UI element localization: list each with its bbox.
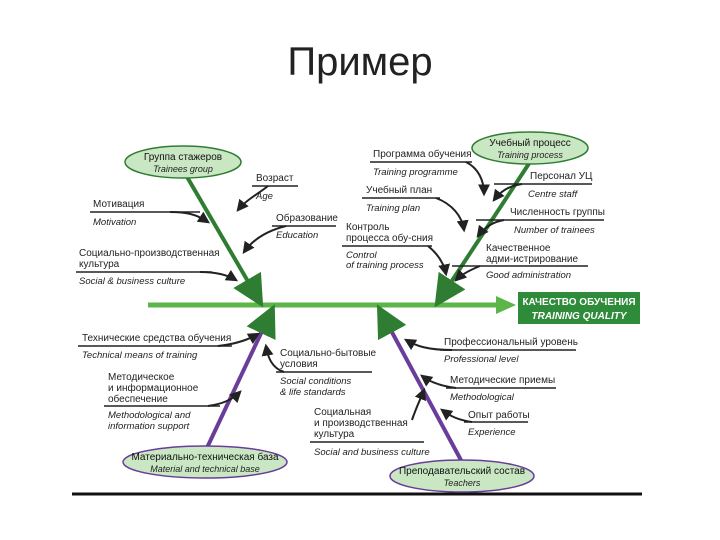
category-trainees: Группа стажеров Trainees group (124, 145, 242, 179)
effect-label-en: TRAINING QUALITY (532, 311, 628, 322)
svg-text:& life standards: & life standards (280, 387, 346, 398)
svg-text:Группа стажеров: Группа стажеров (144, 152, 222, 163)
svg-text:Учебный процесс: Учебный процесс (489, 137, 571, 149)
svg-text:Number of trainees: Number of trainees (514, 225, 595, 236)
cause-control: Контроль процесса обу-сния Control of tr… (342, 222, 450, 277)
cause-experience: Опыт работы Experience (440, 408, 530, 438)
cause-number: Численность группы Number of trainees (476, 207, 605, 238)
effect-box (518, 292, 640, 324)
svg-text:Good administration: Good administration (486, 270, 571, 281)
svg-text:и информационное: и информационное (108, 382, 199, 394)
svg-text:Профессиональный уровень: Профессиональный уровень (444, 336, 578, 348)
svg-text:Методические приемы: Методические приемы (450, 375, 555, 386)
svg-text:Training plan: Training plan (366, 203, 420, 214)
svg-text:процесса обу-сния: процесса обу-сния (346, 232, 433, 244)
cause-living-conditions: Социально-бытовые условия Social conditi… (261, 343, 377, 398)
svg-text:Преподавательский состав: Преподавательский состав (399, 466, 525, 477)
svg-text:information support: information support (108, 421, 190, 432)
cause-professional-level: Профессиональный уровень Professional le… (403, 336, 578, 365)
svg-text:Качественное: Качественное (486, 243, 551, 254)
category-process: Учебный процесс Training process (471, 131, 589, 165)
slide-title: Пример (287, 40, 433, 84)
effect-label-ru: КАЧЕСТВО ОБУЧЕНИЯ (522, 297, 635, 308)
svg-text:Возраст: Возраст (256, 173, 294, 184)
svg-text:Мотивация: Мотивация (93, 199, 144, 210)
bone-material (203, 304, 276, 453)
svg-text:культура: культура (79, 259, 120, 270)
svg-text:Education: Education (276, 230, 318, 241)
svg-text:Methodological: Methodological (450, 392, 515, 403)
svg-text:Образование: Образование (276, 212, 338, 224)
svg-text:Technical means of training: Technical means of training (82, 350, 198, 361)
cause-methods: Методические приемы Methodological (420, 374, 556, 403)
svg-text:Teachers: Teachers (444, 478, 481, 488)
bone-teachers (376, 304, 464, 463)
svg-text:культура: культура (314, 429, 355, 440)
svg-text:Motivation: Motivation (93, 217, 136, 228)
cause-method-info: Методическое и информационное обеспечени… (104, 372, 242, 432)
svg-text:Control: Control (346, 250, 378, 261)
cause-technical-means: Технические средства обучения Technical … (78, 332, 261, 361)
svg-text:Methodological and: Methodological and (108, 410, 191, 421)
svg-text:Контроль: Контроль (346, 222, 389, 233)
cause-age: Возраст Age (236, 173, 298, 212)
svg-text:Численность группы: Численность группы (510, 207, 605, 218)
svg-text:условия: условия (280, 359, 318, 370)
svg-text:Технические средства обучения: Технические средства обучения (82, 332, 231, 344)
svg-text:Программа обучения: Программа обучения (373, 148, 472, 160)
svg-text:Социально-бытовые: Социально-бытовые (280, 347, 377, 359)
svg-text:of training process: of training process (346, 260, 424, 271)
svg-text:Опыт работы: Опыт работы (468, 409, 530, 421)
cause-motivation: Мотивация Motivation (90, 199, 210, 228)
cause-admin: Качественное адми-истрирование Good admi… (452, 243, 588, 282)
svg-text:Professional level: Professional level (444, 354, 519, 365)
svg-text:Age: Age (255, 191, 273, 202)
svg-text:Учебный план: Учебный план (366, 184, 432, 196)
svg-text:адми-истрирование: адми-истрирование (486, 254, 578, 265)
svg-text:и производственная: и производственная (314, 418, 408, 429)
cause-education: Образование Education (242, 212, 338, 254)
svg-text:Centre staff: Centre staff (528, 189, 578, 200)
svg-text:Методическое: Методическое (108, 372, 175, 383)
svg-text:Социальная: Социальная (314, 407, 371, 418)
bone-trainees (181, 168, 264, 308)
svg-text:Experience: Experience (468, 427, 516, 438)
category-material: Материально-техническая база Material an… (122, 445, 288, 479)
cause-staff: Персонал УЦ Centre staff (492, 171, 593, 202)
svg-text:Social conditions: Social conditions (280, 376, 352, 387)
cause-programme: Программа обучения Training programme (370, 148, 490, 197)
svg-text:Material and technical base: Material and technical base (150, 464, 260, 474)
category-teachers: Преподавательский состав Teachers (389, 459, 535, 493)
svg-text:Social & business culture: Social & business culture (79, 276, 185, 287)
svg-text:обеспечение: обеспечение (108, 393, 168, 405)
svg-text:Социально-производственная: Социально-производственная (79, 248, 220, 259)
svg-text:Training process: Training process (497, 150, 563, 160)
svg-text:Training programme: Training programme (373, 167, 458, 178)
svg-text:Материально-техническая база: Материально-техническая база (131, 451, 279, 463)
svg-text:Trainees group: Trainees group (153, 164, 213, 174)
cause-social-production: Социальная и производственная культура S… (310, 387, 430, 458)
cause-plan: Учебный план Training plan (362, 184, 469, 233)
cause-social-culture: Социально-производственная культура Soci… (76, 248, 239, 287)
spine-arrowhead (496, 296, 516, 314)
svg-text:Персонал УЦ: Персонал УЦ (530, 171, 593, 182)
svg-text:Social and business culture: Social and business culture (314, 447, 430, 458)
